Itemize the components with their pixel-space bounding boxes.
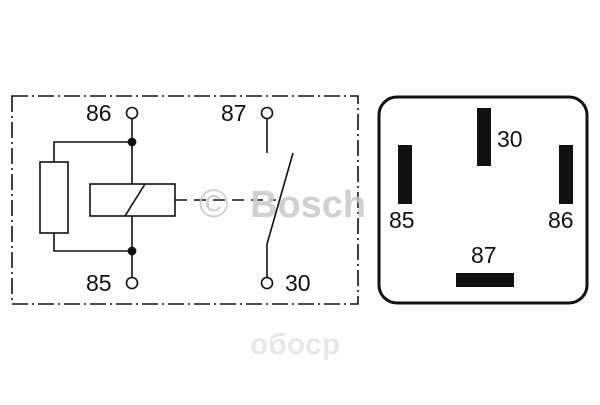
resistor-branch-top: [53, 141, 132, 162]
terminal-87-circle: [260, 106, 274, 120]
watermark-brand: Bosch: [250, 184, 366, 226]
label-pin-85: 85: [389, 207, 415, 233]
resistor: [39, 161, 69, 234]
terminal-86-circle: [125, 106, 139, 120]
terminal-85-circle: [125, 276, 139, 290]
watermark-site: oбоcp: [250, 328, 340, 361]
label-pin-87: 87: [471, 242, 497, 268]
label-terminal-86: 86: [86, 100, 112, 126]
pin-30-blade: [477, 108, 491, 166]
pin-86-blade: [559, 145, 573, 204]
label-pin-30: 30: [497, 126, 523, 152]
label-terminal-30: 30: [285, 270, 311, 296]
terminal-30-circle: [260, 276, 274, 290]
switch-blade: [266, 152, 294, 245]
circuit-schematic: [11, 95, 359, 305]
relay-coil: [89, 183, 176, 217]
schematic-frame: [11, 95, 359, 305]
resistor-branch-bottom: [53, 233, 132, 252]
label-terminal-85: 85: [86, 270, 112, 296]
watermark: © Bosch oбоcp: [199, 182, 366, 361]
pin-87-blade: [456, 273, 514, 287]
relay-housing: [377, 95, 589, 305]
label-terminal-87: 87: [221, 100, 247, 126]
pin-85-blade: [398, 145, 412, 204]
pinout-view: [377, 95, 589, 305]
label-pin-86: 86: [548, 207, 574, 233]
watermark-copyright: ©: [199, 182, 228, 226]
coil-diagonal: [124, 183, 146, 217]
